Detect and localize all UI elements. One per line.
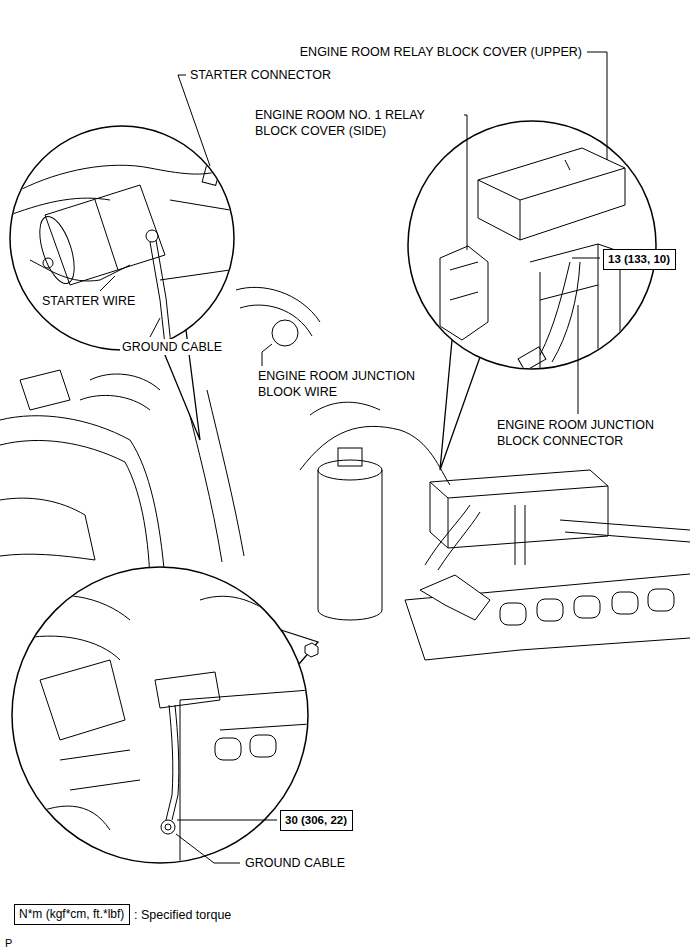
upper-hose: [236, 287, 320, 336]
leader-line: [262, 344, 272, 366]
battery-cap: [612, 592, 638, 614]
part-label: ENGINE ROOM NO. 1 RELAY BLOCK COVER (SID…: [253, 107, 464, 139]
junction-connector: [518, 347, 546, 371]
hoses: [0, 416, 130, 560]
reservoir: [318, 470, 382, 620]
nut: [305, 643, 318, 657]
mount-block: [155, 672, 220, 708]
part-label: ENGINE ROOM JUNCTION BLOCK CONNECTOR: [495, 417, 684, 449]
battery: [405, 574, 690, 660]
legend-text: : Specified torque: [132, 907, 233, 923]
callout-circle: [10, 126, 234, 350]
relay-block-cover-upper: [478, 148, 625, 240]
leader-line: [178, 75, 210, 166]
part-label: GROUND CABLE: [120, 339, 224, 355]
leader-line: [587, 52, 607, 160]
starter-detail: [10, 159, 230, 345]
wire-harness: [300, 402, 450, 485]
box-text: N*m (kgf*cm, ft.*lbf): [19, 907, 125, 922]
reservoir-cap: [338, 448, 362, 466]
leader-line: [572, 258, 600, 259]
part-label: STARTER WIRE: [40, 293, 137, 309]
battery-cap: [500, 603, 526, 625]
reservoir-top: [318, 460, 382, 480]
leader-lines: [100, 52, 607, 863]
leader-line: [100, 276, 115, 291]
leader-line: [150, 318, 160, 337]
box-text: 13 (133, 10): [608, 252, 671, 267]
ground-cable: [166, 705, 179, 820]
page-code: P: [3, 935, 14, 951]
callout-circle: [12, 567, 308, 863]
battery-cable: [425, 505, 480, 570]
junction-block: [430, 470, 608, 548]
torque-unit-key: N*m (kgf*cm, ft.*lbf): [14, 904, 130, 925]
battery-terminal: [420, 575, 490, 620]
part-label: STARTER CONNECTOR: [188, 67, 333, 83]
part-label: ENGINE ROOM JUNCTION BLOOK WIRE: [256, 368, 445, 400]
cable-terminal: [146, 230, 158, 242]
torque-value: 30 (306, 22): [280, 810, 353, 831]
pipe: [125, 440, 165, 580]
callout-circle: [408, 121, 656, 369]
battery-cap: [250, 735, 276, 757]
wires: [10, 165, 230, 280]
ground-cable: [150, 240, 171, 345]
battery: [180, 690, 310, 870]
junction-wire: [540, 262, 580, 362]
relay-block-cover-side: [440, 246, 488, 340]
hoses: [15, 595, 290, 660]
box-text: 30 (306, 22): [285, 813, 348, 828]
callout-pointer: [440, 340, 480, 470]
bolt: [165, 824, 171, 830]
starter-wire: [30, 260, 130, 281]
engine-part: [20, 370, 160, 410]
hose-ring: [272, 320, 298, 346]
bracket: [20, 660, 140, 830]
battery-cap: [648, 589, 674, 611]
leader-line: [176, 834, 240, 863]
battery-cap: [537, 599, 563, 621]
starter-connector: [202, 159, 222, 186]
battery-cap: [574, 596, 600, 618]
battery-cap: [215, 738, 241, 760]
bolt: [43, 258, 53, 268]
ground-detail: [15, 595, 310, 870]
leader-line: [177, 820, 277, 821]
part-label: GROUND CABLE: [243, 855, 347, 871]
cable-terminal: [161, 820, 175, 834]
starter-end: [33, 212, 81, 287]
torque-value: 13 (133, 10): [603, 249, 676, 270]
battery-strap: [515, 505, 690, 565]
battery-caps: [500, 589, 674, 625]
leader-line: [578, 305, 579, 414]
starter-body: [45, 185, 165, 285]
part-label: ENGINE ROOM RELAY BLOCK COVER (UPPER): [298, 44, 584, 60]
